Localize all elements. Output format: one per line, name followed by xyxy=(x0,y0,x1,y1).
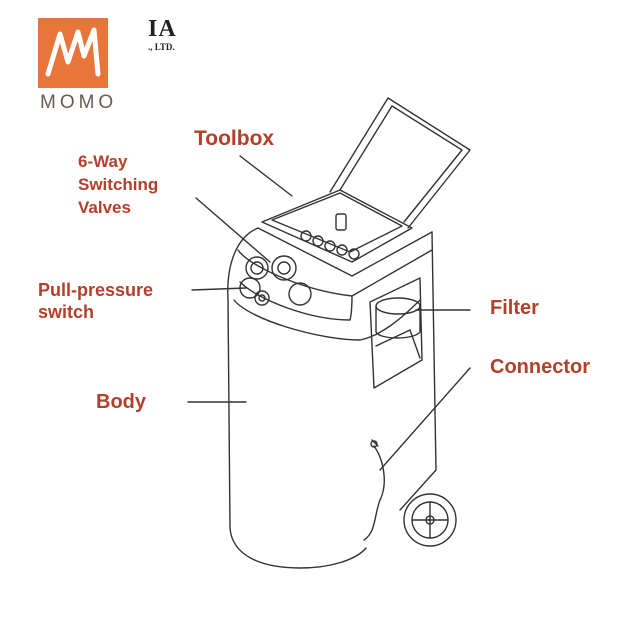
label-valves-line-3: Valves xyxy=(78,198,131,217)
mm-logo-icon xyxy=(45,27,101,77)
label-filter: Filter xyxy=(490,297,539,319)
brand-logo xyxy=(38,18,108,88)
toolbox-tray xyxy=(261,189,413,263)
six-way-valves xyxy=(245,255,297,281)
label-valves-line-2: Switching xyxy=(78,175,159,194)
control-buttons xyxy=(300,230,360,260)
pull-pressure-switch xyxy=(239,277,270,306)
label-valves-line-1: 6-Way xyxy=(78,152,128,171)
company-name-partial: IA xyxy=(148,16,177,42)
filter-cylinder xyxy=(375,297,421,339)
console-front-edge xyxy=(257,227,433,277)
leader-valves xyxy=(195,197,271,263)
body-outline xyxy=(227,227,367,569)
label-pull-line-2: switch xyxy=(38,302,95,322)
label-body: Body xyxy=(96,391,146,413)
body-right-side xyxy=(399,231,437,511)
brand-logo-text: MOMO xyxy=(40,92,118,113)
label-six-way-valves: 6-Way Switching Valves xyxy=(78,150,158,219)
label-connector: Connector xyxy=(490,356,590,378)
label-toolbox: Toolbox xyxy=(194,127,275,150)
wheel xyxy=(403,493,457,547)
label-pull-pressure-switch: Pull-pressure switch xyxy=(38,279,153,323)
company-name-suffix: ., LTD. xyxy=(148,42,175,52)
gauge xyxy=(288,282,312,306)
filter-recess xyxy=(369,277,423,389)
toolbox-lid xyxy=(329,97,471,229)
leader-toolbox xyxy=(239,155,293,197)
label-pull-line-1: Pull-pressure xyxy=(38,280,154,300)
leader-pull xyxy=(191,287,247,291)
console-front xyxy=(237,249,353,321)
connector-hose xyxy=(363,445,385,541)
leader-connector xyxy=(379,367,471,471)
